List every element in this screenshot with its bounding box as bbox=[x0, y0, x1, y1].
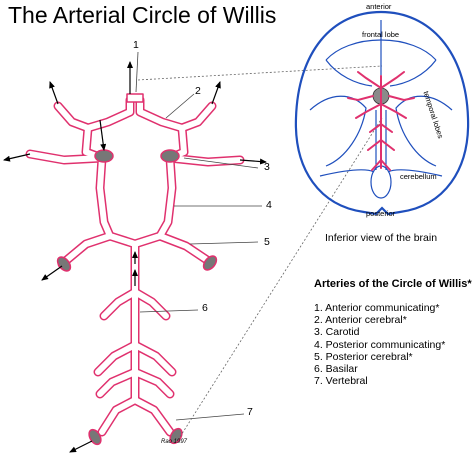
anterior-communicating-artery bbox=[126, 93, 144, 103]
label-posterior: posterior bbox=[366, 209, 396, 218]
number-label-7: 7 bbox=[247, 406, 253, 418]
label-frontal-lobe: frontal lobe bbox=[362, 30, 400, 39]
inset-arteries bbox=[347, 71, 415, 171]
right-carotid-end bbox=[160, 149, 180, 163]
number-label-3: 3 bbox=[264, 161, 270, 173]
number-label-6: 6 bbox=[202, 302, 208, 314]
brain-outline bbox=[294, 10, 470, 216]
leader-lines bbox=[135, 51, 262, 421]
left-vertebral-end bbox=[88, 428, 102, 446]
inset-caption: Inferior view of the brain bbox=[325, 232, 438, 244]
label-cerebellum: cerebellum bbox=[400, 172, 437, 181]
legend-item: 5. Posterior cerebral* bbox=[314, 350, 413, 363]
legend-list: 1. Anterior communicating* 2. Anterior c… bbox=[314, 302, 445, 387]
legend-item: 2. Anterior cerebral* bbox=[314, 314, 407, 327]
legend-item: 7. Vertebral bbox=[314, 375, 368, 388]
left-carotid-end bbox=[94, 149, 114, 163]
label-anterior: anterior bbox=[366, 2, 392, 11]
legend-item: 4. Posterior communicating* bbox=[314, 338, 446, 351]
cut-ends bbox=[56, 149, 218, 446]
legend-item: 3. Carotid bbox=[314, 326, 360, 339]
legend-item: 6. Basilar bbox=[314, 363, 358, 376]
diagram-title: The Arterial Circle of Willis bbox=[8, 2, 277, 28]
legend-title: Arteries of the Circle of Willis* bbox=[314, 278, 472, 290]
right-pca-end bbox=[202, 255, 218, 271]
legend-item: 1. Anterior communicating* bbox=[314, 302, 440, 314]
brain-inset bbox=[294, 10, 470, 216]
artist-signature: Rao 1997 bbox=[161, 439, 188, 445]
number-label-4: 4 bbox=[266, 199, 272, 211]
number-label-1: 1 bbox=[133, 39, 139, 51]
flow-arrows bbox=[3, 61, 267, 453]
right-vertebral-end bbox=[169, 427, 183, 445]
number-label-5: 5 bbox=[264, 236, 270, 248]
inset-connector bbox=[137, 65, 383, 441]
number-label-2: 2 bbox=[195, 85, 201, 97]
